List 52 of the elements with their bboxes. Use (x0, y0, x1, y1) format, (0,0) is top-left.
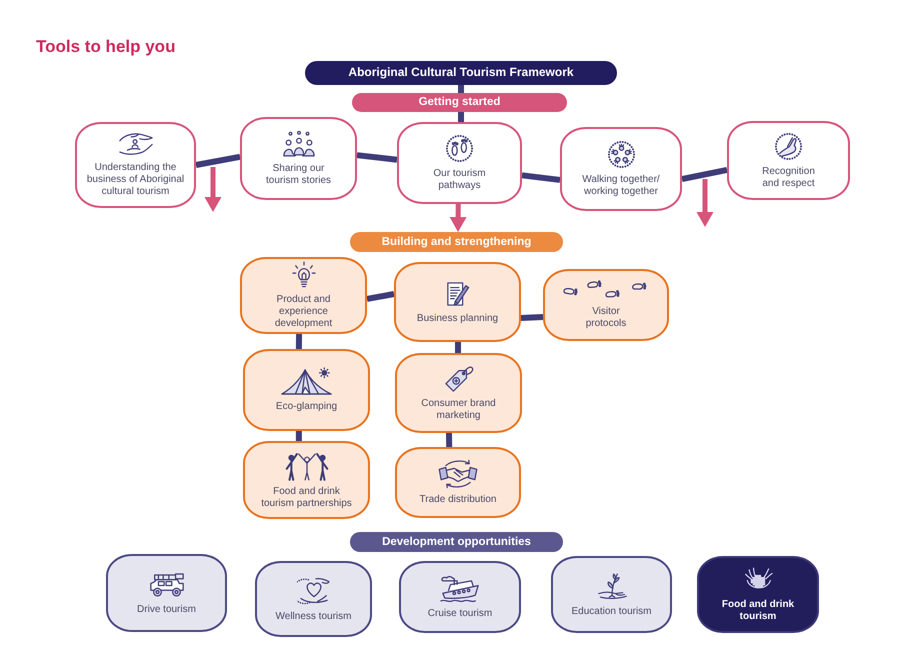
arrow (450, 204, 467, 232)
topic-card (240, 257, 367, 334)
connector-line (356, 152, 398, 163)
connector-line (296, 431, 302, 441)
topic-card (243, 349, 370, 431)
card-label: Business planning (416, 312, 498, 324)
connector-line (296, 334, 302, 350)
topic-card (395, 353, 522, 433)
card-label: Consumer brand marketing (420, 398, 497, 422)
stage-heading: Building and strengthening (350, 232, 563, 252)
stage-heading: Getting started (352, 93, 567, 112)
opportunity-card (399, 561, 521, 633)
topic-card (397, 122, 522, 204)
card-label: Product and experience development (274, 294, 334, 330)
topic-card (543, 269, 669, 341)
connector-line (520, 314, 544, 321)
topic-card (240, 117, 357, 200)
connector-line (458, 112, 464, 122)
card-label: Understanding the business of Aboriginal cultural tourism (86, 162, 186, 198)
topic-card (560, 127, 682, 211)
card-label: Recognition and respect (761, 166, 816, 190)
connector-line (195, 154, 241, 168)
topic-card (395, 447, 521, 518)
card-label: Food and drink tourism partnerships (260, 486, 353, 510)
card-label: Cruise tourism (428, 608, 492, 620)
connector-line (455, 342, 461, 354)
card-label: Walking together/ working together (581, 174, 661, 198)
connector-line (681, 167, 728, 182)
topic-card (243, 441, 370, 519)
stage-heading: Development opportunities (350, 532, 563, 552)
opportunity-card (551, 556, 672, 633)
topic-card (727, 121, 850, 200)
card-label: Our tourism pathways (432, 168, 487, 192)
topic-card (394, 262, 521, 342)
connector-line (366, 291, 395, 302)
opportunity-card (106, 554, 227, 632)
framework-banner: Aboriginal Cultural Tourism Framework (305, 61, 617, 85)
opportunity-card (697, 556, 819, 633)
card-label: Drive tourism (137, 604, 196, 616)
connector-line (458, 85, 464, 93)
connector-line (446, 432, 452, 448)
page-title: Tools to help you (36, 37, 176, 57)
topic-card (75, 122, 196, 208)
card-label: Eco-glamping (276, 401, 338, 413)
connector-line (522, 172, 560, 183)
card-label: Trade distribution (420, 494, 496, 506)
card-label: Wellness tourism (276, 610, 352, 622)
card-label: Visitor protocols (584, 306, 628, 330)
card-label: Education tourism (571, 606, 652, 618)
card-label: Food and drink tourism (720, 598, 796, 622)
opportunity-card (255, 561, 372, 637)
card-label: Sharing our tourism stories (264, 162, 332, 186)
